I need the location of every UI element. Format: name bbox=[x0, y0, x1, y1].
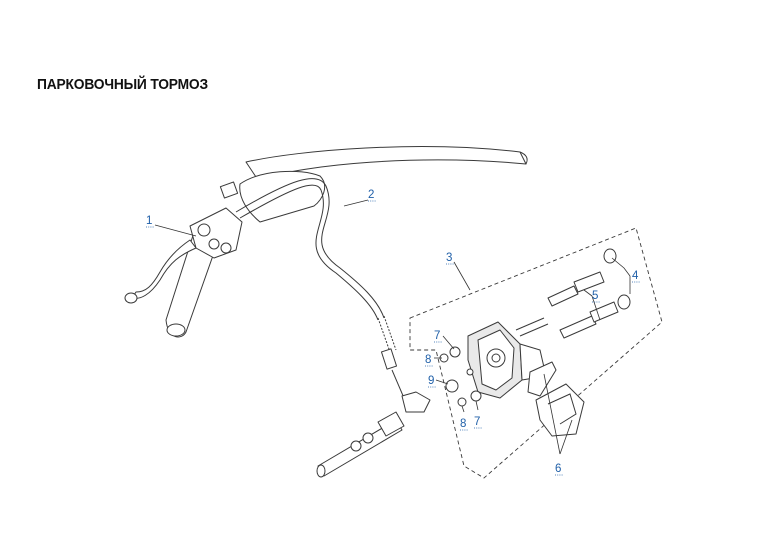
assembly-boundary bbox=[409, 227, 663, 479]
svg-text:2: 2 bbox=[368, 189, 374, 201]
svg-text:3: 3 bbox=[446, 252, 452, 264]
callout-1: 1 bbox=[146, 215, 154, 228]
svg-text:6: 6 bbox=[555, 463, 561, 475]
svg-text:5: 5 bbox=[592, 290, 598, 302]
fasteners bbox=[439, 346, 482, 407]
callout-5: 5 bbox=[592, 290, 600, 303]
svg-text:4: 4 bbox=[632, 270, 639, 282]
callout-6: 6 bbox=[555, 463, 563, 476]
callout-8-upper: 8 bbox=[425, 354, 433, 367]
callout-7-upper: 7 bbox=[434, 330, 442, 343]
callout-8-lower: 8 bbox=[460, 418, 468, 431]
caliper-body bbox=[467, 321, 547, 399]
handlebar-clamp bbox=[219, 181, 239, 199]
guide-bolts bbox=[515, 248, 631, 339]
callout-2: 2 bbox=[368, 189, 376, 202]
svg-text:7: 7 bbox=[474, 416, 480, 428]
svg-text:8: 8 bbox=[425, 354, 431, 366]
brake-pads bbox=[527, 361, 585, 437]
callout-7-lower: 7 bbox=[474, 416, 482, 429]
svg-text:8: 8 bbox=[460, 418, 466, 430]
svg-text:9: 9 bbox=[428, 375, 434, 387]
brake-cable bbox=[235, 178, 431, 413]
page-title: ПАРКОВОЧНЫЙ ТОРМОЗ bbox=[37, 76, 208, 93]
callout-3: 3 bbox=[446, 252, 454, 265]
callout-9: 9 bbox=[428, 375, 436, 388]
svg-text:7: 7 bbox=[434, 330, 440, 342]
lever-pivot bbox=[208, 238, 220, 250]
cable-end-fitting bbox=[401, 391, 431, 413]
brake-lever bbox=[124, 207, 243, 304]
leader-lines bbox=[154, 199, 631, 455]
callout-4: 4 bbox=[632, 270, 640, 283]
actuator-rod bbox=[316, 411, 405, 478]
svg-text:1: 1 bbox=[146, 215, 152, 227]
